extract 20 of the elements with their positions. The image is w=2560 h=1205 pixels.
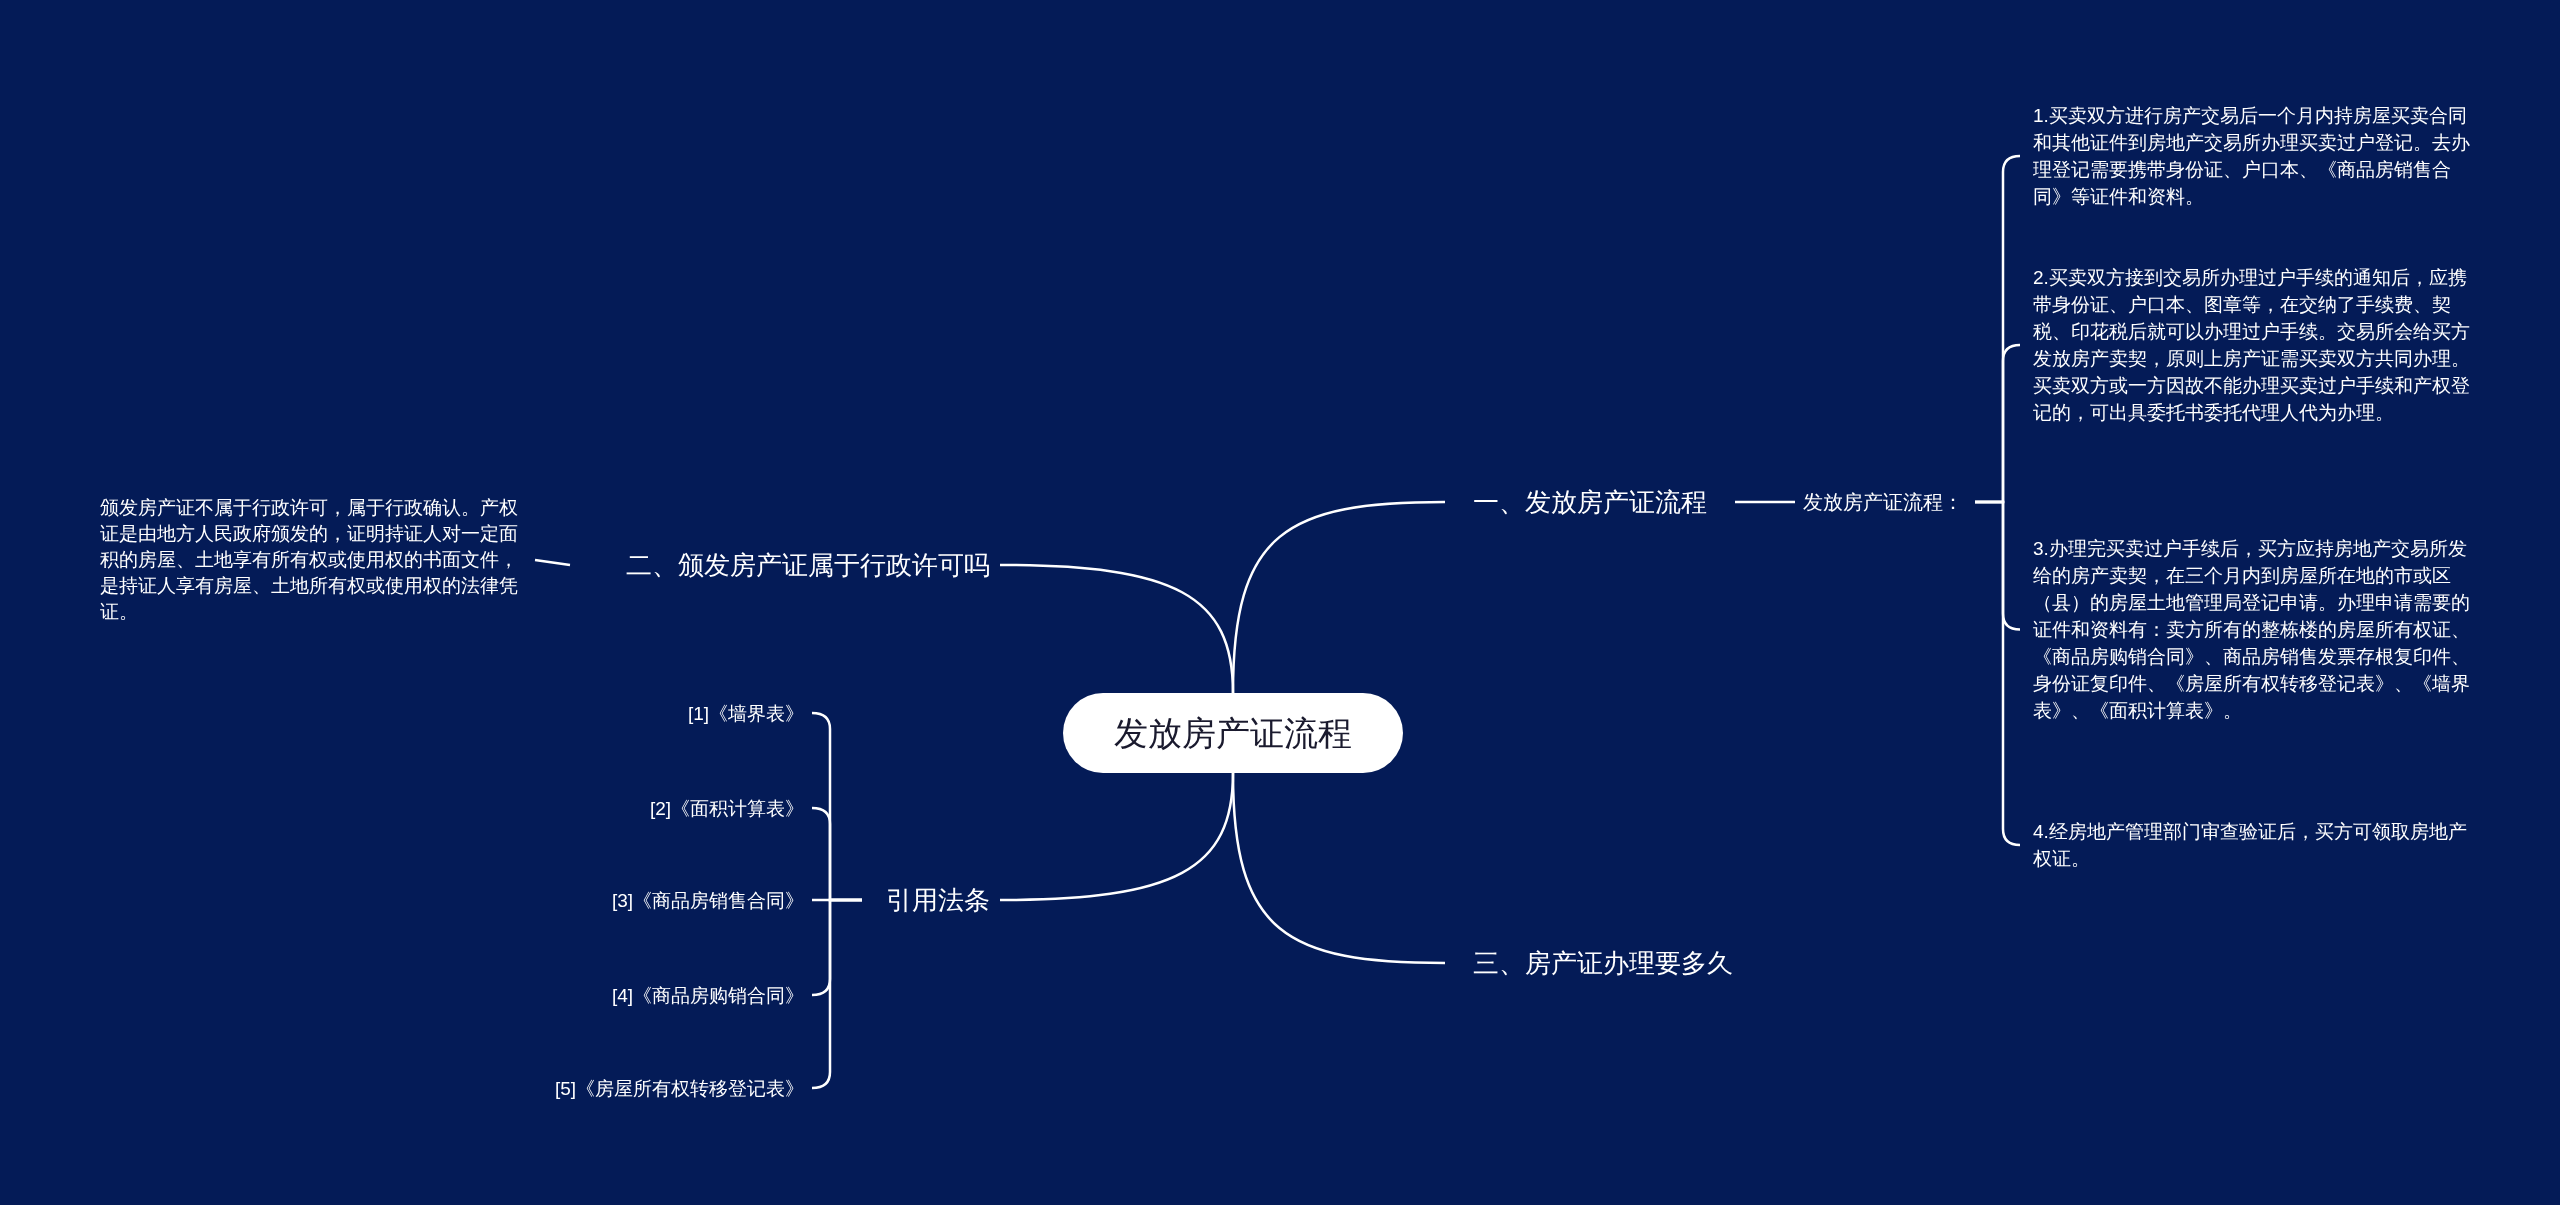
step-text: 1.买卖双方进行房产交易后一个月内持房屋买卖合同和其他证件到房地产交易所办理买卖过户登记。去办理登记需要携带身份证、户口本、《商品房销售合同》等证件和资料。 bbox=[2020, 102, 2470, 210]
step-text: 2.买卖双方接到交易所办理过户手续的通知后，应携带身份证、户口本、图章等，在交纳了手续费、契税、印花税后就可以办理过户手续。交易所会给买方发放房产卖契，原则上房产证需买卖双方共同办理。买卖双方或一方因故不能办理买卖过户手续和产权登记的，可出具委托书委托代理人代为办理。 bbox=[2020, 264, 2470, 426]
topic-label: 三、房产证办理要多久 bbox=[1445, 941, 1775, 985]
reference-text: [2]《面积计算表》 bbox=[492, 793, 812, 823]
topic-label: 引用法条 bbox=[862, 878, 1000, 922]
step-text: 4.经房地产管理部门审查验证后，买方可领取房地产权证。 bbox=[2020, 818, 2470, 872]
connector-line bbox=[1735, 500, 1795, 504]
reference-text: [5]《房屋所有权转移登记表》 bbox=[492, 1073, 812, 1103]
reference-text: [4]《商品房购销合同》 bbox=[492, 980, 812, 1010]
subtopic-label: 发放房产证流程： bbox=[1795, 487, 1975, 517]
reference-text: [3]《商品房销售合同》 bbox=[492, 885, 812, 915]
paragraph-text: 颁发房产证不属于行政许可，属于行政确认。产权证是由地方人民政府颁发的，证明持证人对一定面积的房屋、土地享有所有权或使用权的书面文件，是持证人享有房屋、土地所有权或使用权的法律凭证。 bbox=[95, 495, 535, 625]
step-text: 3.办理完买卖过户手续后，买方应持房地产交易所发给的房产卖契，在三个月内到房屋所在地的市或区（县）的房屋土地管理局登记申请。办理申请需要的证件和资料有：卖方所有的整栋楼的房屋所有权证、《商品房购销合同》、商品房销售发票存根复印件、身份证复印件、《房屋所有权转移登记表》、《墙界表》、《面积计算表》。 bbox=[2020, 535, 2470, 724]
connector-line bbox=[1000, 563, 1235, 694]
central-topic-pill: 发放房产证流程 bbox=[1063, 693, 1403, 773]
topic-label: 二、颁发房产证属于行政许可吗 bbox=[570, 543, 1000, 587]
connector-line bbox=[534, 558, 571, 567]
topic-label: 一、发放房产证流程 bbox=[1445, 480, 1735, 524]
connector-line bbox=[1000, 772, 1235, 902]
reference-text: [1]《墙界表》 bbox=[492, 698, 812, 728]
